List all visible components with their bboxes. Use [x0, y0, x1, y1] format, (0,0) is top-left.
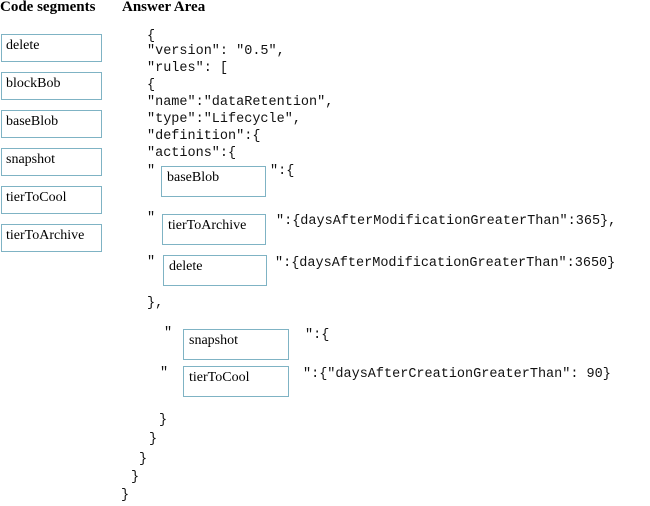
- code-fragment: ":{daysAfterModificationGreaterThan":365…: [276, 214, 617, 229]
- open-quote: ": [164, 326, 173, 341]
- code-line: {: [147, 29, 156, 44]
- answer-slot-1[interactable]: baseBlob: [161, 166, 266, 197]
- closing-brace: }: [139, 452, 148, 467]
- code-segment-baseblob[interactable]: baseBlob: [1, 110, 102, 138]
- code-line: {: [147, 78, 156, 93]
- code-line: "type":"Lifecycle",: [147, 112, 301, 127]
- code-line: "actions":{: [147, 146, 237, 161]
- code-fragment: ":{: [270, 164, 295, 179]
- open-quote: ": [160, 366, 169, 381]
- open-quote: ": [147, 255, 156, 270]
- open-quote: ": [147, 211, 156, 226]
- code-fragment: ":{daysAfterModificationGreaterThan":365…: [275, 256, 616, 271]
- open-quote: ": [147, 164, 156, 179]
- code-segment-tiertoarchive[interactable]: tierToArchive: [1, 224, 102, 252]
- code-segment-blockbob[interactable]: blockBob: [1, 72, 102, 100]
- code-segment-delete[interactable]: delete: [1, 34, 102, 62]
- code-fragment: ":{"daysAfterCreationGreaterThan": 90}: [303, 367, 611, 382]
- closing-brace: }: [159, 413, 168, 428]
- code-segments-header: Code segments: [0, 0, 96, 15]
- code-line: "rules": [: [147, 61, 229, 76]
- closing-brace: }: [131, 470, 140, 485]
- answer-slot-5[interactable]: tierToCool: [183, 366, 289, 397]
- answer-slot-3[interactable]: delete: [163, 255, 267, 286]
- closing-brace: }: [149, 432, 158, 447]
- code-fragment: ":{: [305, 328, 330, 343]
- answer-slot-4[interactable]: snapshot: [183, 329, 289, 360]
- code-line: },: [147, 296, 164, 311]
- code-line: "definition":{: [147, 129, 261, 144]
- answer-area-header: Answer Area: [122, 0, 206, 15]
- code-line: "name":"dataRetention",: [147, 95, 334, 110]
- code-segment-snapshot[interactable]: snapshot: [1, 148, 102, 176]
- closing-brace: }: [121, 488, 130, 503]
- code-line: "version": "0.5",: [147, 44, 285, 59]
- answer-slot-2[interactable]: tierToArchive: [162, 214, 266, 245]
- code-segment-tiertocool[interactable]: tierToCool: [1, 186, 102, 214]
